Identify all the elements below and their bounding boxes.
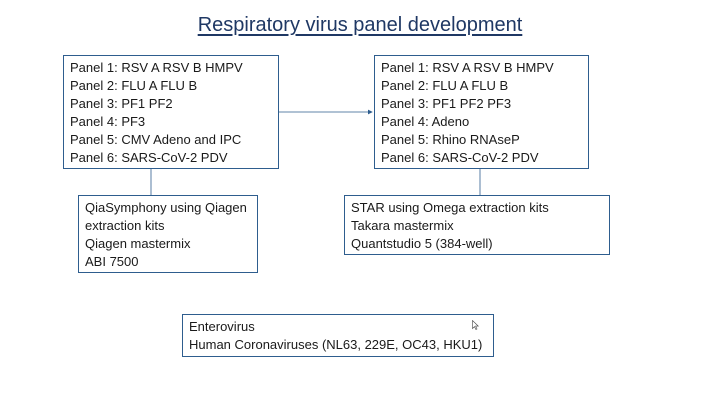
other-line: Human Coronaviruses (NL63, 229E, OC43, H… (189, 337, 483, 352)
method-box-new: STAR using Omega extraction kits Takara … (344, 195, 610, 255)
panel-line: Panel 5: CMV Adeno and IPC (70, 132, 242, 147)
panel-line: Panel 1: RSV A RSV B HMPV (381, 60, 554, 75)
panel-line: Panel 6: SARS-CoV-2 PDV (70, 150, 228, 165)
panel-line: Panel 2: FLU A FLU B (70, 78, 198, 93)
panels-box-original: Panel 1: RSV A RSV B HMPV Panel 2: FLU A… (63, 55, 279, 169)
method-line: extraction kits (85, 218, 165, 233)
other-viruses-box: Enterovirus Human Coronaviruses (NL63, 2… (182, 314, 494, 357)
panel-line: Panel 5: Rhino RNAseP (381, 132, 520, 147)
method-line: Takara mastermix (351, 218, 454, 233)
mouse-pointer-icon (472, 320, 479, 330)
slide-title: Respiratory virus panel development (197, 14, 523, 36)
other-line: Enterovirus (189, 319, 255, 334)
method-line: ABI 7500 (85, 254, 139, 269)
panels-box-new: Panel 1: RSV A RSV B HMPV Panel 2: FLU A… (374, 55, 589, 169)
method-line: STAR using Omega extraction kits (351, 200, 549, 215)
panel-line: Panel 4: PF3 (70, 114, 146, 129)
method-line: Quantstudio 5 (384-well) (351, 236, 493, 251)
panel-line: Panel 3: PF1 PF2 (70, 96, 173, 111)
method-line: Qiagen mastermix (85, 236, 191, 251)
panel-line: Panel 3: PF1 PF2 PF3 (381, 96, 512, 111)
panel-line: Panel 6: SARS-CoV-2 PDV (381, 150, 539, 165)
panel-line: Panel 2: FLU A FLU B (381, 78, 509, 93)
panel-line: Panel 1: RSV A RSV B HMPV (70, 60, 243, 75)
method-box-original: QiaSymphony using Qiagen extraction kits… (78, 195, 258, 273)
panel-line: Panel 4: Adeno (381, 114, 470, 129)
method-line: QiaSymphony using Qiagen (85, 200, 247, 215)
